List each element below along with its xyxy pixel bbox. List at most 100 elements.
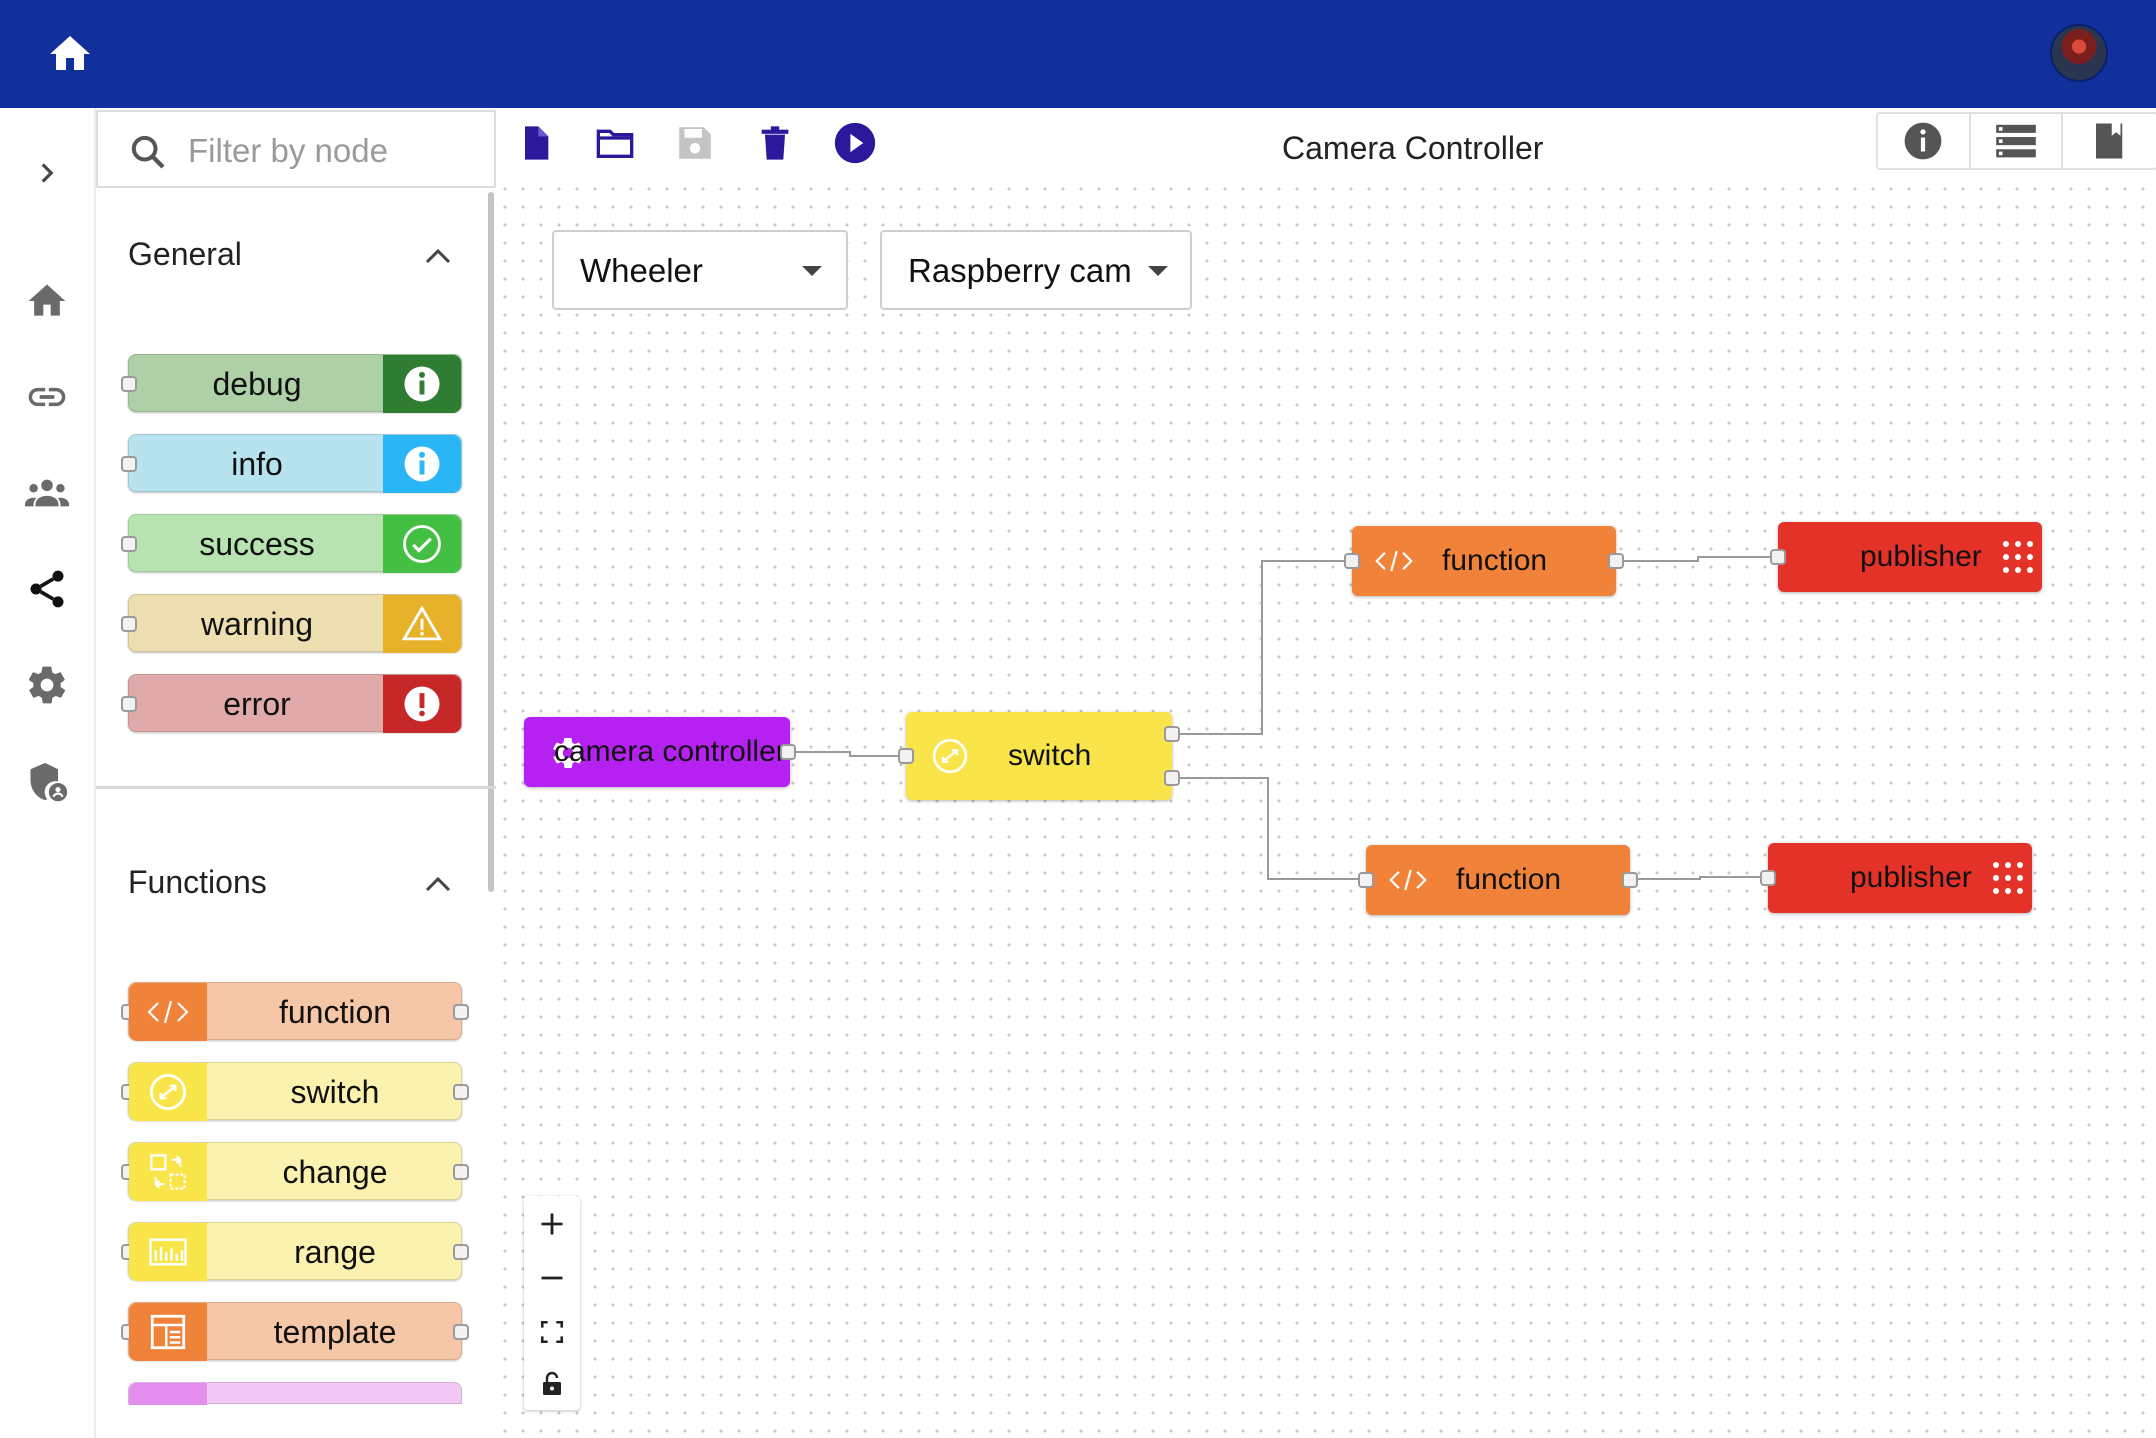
grid-icon bbox=[1990, 859, 2026, 897]
node-port[interactable] bbox=[1760, 870, 1776, 886]
node-palette: General debug info success warning error bbox=[96, 108, 496, 1438]
flow-node-publisher[interactable]: publisher bbox=[1760, 843, 2032, 913]
node-port bbox=[121, 456, 137, 472]
fit-view-icon[interactable] bbox=[524, 1306, 580, 1358]
palette-node-debug[interactable]: debug bbox=[121, 354, 462, 413]
open-folder-icon[interactable] bbox=[588, 116, 642, 170]
avatar[interactable] bbox=[2050, 24, 2108, 82]
flow-title: Camera Controller bbox=[1282, 130, 1544, 166]
change-icon bbox=[129, 1143, 207, 1201]
section-title-general: General bbox=[128, 236, 242, 272]
search-icon bbox=[128, 132, 168, 172]
select-value: Raspberry cam bbox=[908, 252, 1132, 289]
book-icon[interactable] bbox=[2063, 114, 2156, 168]
node-port[interactable] bbox=[1164, 770, 1180, 786]
node-label: template bbox=[273, 1314, 397, 1350]
node-icon bbox=[129, 1383, 207, 1405]
delete-icon[interactable] bbox=[748, 116, 802, 170]
share-icon[interactable] bbox=[22, 564, 72, 614]
node-label: switch bbox=[290, 1074, 380, 1110]
node-port[interactable] bbox=[1358, 872, 1374, 888]
node-port bbox=[453, 1324, 469, 1340]
palette-node-change[interactable]: change bbox=[121, 1142, 469, 1201]
chevron-up-icon[interactable] bbox=[424, 246, 452, 266]
node-port bbox=[121, 616, 137, 632]
app-bar bbox=[0, 0, 2156, 108]
side-tools bbox=[1876, 112, 2156, 170]
chevron-up-icon[interactable] bbox=[424, 874, 452, 894]
node-label: function bbox=[1442, 544, 1548, 577]
check-circle-icon bbox=[383, 515, 461, 573]
node-port bbox=[453, 1244, 469, 1260]
node-label: debug bbox=[212, 366, 302, 402]
camera-select[interactable]: Raspberry cam bbox=[880, 230, 1192, 310]
new-file-icon[interactable] bbox=[508, 116, 562, 170]
link-icon[interactable] bbox=[22, 372, 72, 422]
palette-scrollbar[interactable] bbox=[488, 192, 494, 892]
home-icon[interactable] bbox=[46, 30, 94, 78]
node-port[interactable] bbox=[1770, 549, 1786, 565]
group-icon[interactable] bbox=[22, 468, 72, 518]
gear-icon bbox=[550, 735, 586, 771]
palette-node-function[interactable]: function bbox=[121, 982, 469, 1041]
node-label: function bbox=[278, 994, 392, 1030]
node-label: switch bbox=[1008, 739, 1092, 772]
flow-node-function[interactable]: function bbox=[1344, 526, 1624, 596]
node-port bbox=[453, 1004, 469, 1020]
caret-down-icon bbox=[802, 266, 822, 276]
node-port bbox=[453, 1164, 469, 1180]
palette-node-template[interactable]: template bbox=[121, 1302, 469, 1361]
palette-node-warning[interactable]: warning bbox=[121, 594, 462, 653]
palette-node-switch[interactable]: switch bbox=[121, 1062, 469, 1121]
zoom-in-icon[interactable] bbox=[524, 1198, 580, 1250]
range-icon bbox=[129, 1223, 207, 1281]
flow-node-function[interactable]: function bbox=[1358, 845, 1638, 915]
warning-icon bbox=[383, 595, 461, 653]
node-label: error bbox=[223, 686, 291, 722]
node-label: publisher bbox=[1850, 861, 1972, 894]
palette-node-success[interactable]: success bbox=[121, 514, 462, 573]
lock-icon[interactable] bbox=[524, 1358, 580, 1410]
flow-canvas[interactable] bbox=[496, 180, 2156, 1438]
flow-node-switch[interactable]: switch bbox=[898, 712, 1180, 800]
node-port[interactable] bbox=[1164, 726, 1180, 742]
flow-node-camera-controller[interactable]: camera controller bbox=[524, 717, 796, 787]
code-icon bbox=[1388, 866, 1428, 894]
node-port bbox=[121, 376, 137, 392]
filter-input[interactable] bbox=[188, 126, 478, 176]
palette-node-info[interactable]: info bbox=[121, 434, 462, 493]
section-title-functions: Functions bbox=[128, 864, 267, 900]
gear-icon[interactable] bbox=[22, 660, 72, 710]
switch-icon bbox=[129, 1063, 207, 1121]
zoom-controls bbox=[524, 1196, 580, 1410]
palette-node-error[interactable]: error bbox=[121, 674, 462, 733]
save-icon[interactable] bbox=[668, 116, 722, 170]
nav-rail bbox=[0, 108, 96, 1438]
code-icon bbox=[1374, 547, 1414, 575]
home-icon[interactable] bbox=[22, 276, 72, 326]
play-icon[interactable] bbox=[828, 116, 882, 170]
palette-node-range[interactable]: range bbox=[121, 1222, 469, 1281]
code-icon bbox=[129, 983, 207, 1041]
zoom-out-icon[interactable] bbox=[524, 1252, 580, 1304]
info-icon[interactable] bbox=[1878, 114, 1971, 168]
list-icon[interactable] bbox=[1971, 114, 2064, 168]
palette-node-partial[interactable] bbox=[128, 1382, 462, 1405]
filter-search bbox=[96, 110, 496, 188]
caret-down-icon bbox=[1148, 266, 1168, 276]
node-port[interactable] bbox=[780, 744, 796, 760]
editor-toolbar bbox=[496, 108, 2156, 188]
node-label: success bbox=[199, 526, 315, 562]
node-port[interactable] bbox=[1608, 553, 1624, 569]
shield-user-icon[interactable] bbox=[22, 758, 72, 808]
error-icon bbox=[383, 675, 461, 733]
chevron-right-icon[interactable] bbox=[22, 148, 72, 198]
flow-node-publisher[interactable]: publisher bbox=[1770, 522, 2042, 592]
switch-icon bbox=[930, 736, 970, 776]
node-port[interactable] bbox=[1344, 553, 1360, 569]
node-port bbox=[453, 1084, 469, 1100]
node-port[interactable] bbox=[1622, 872, 1638, 888]
robot-select[interactable]: Wheeler bbox=[552, 230, 848, 310]
node-port[interactable] bbox=[898, 748, 914, 764]
info-icon bbox=[383, 435, 461, 493]
